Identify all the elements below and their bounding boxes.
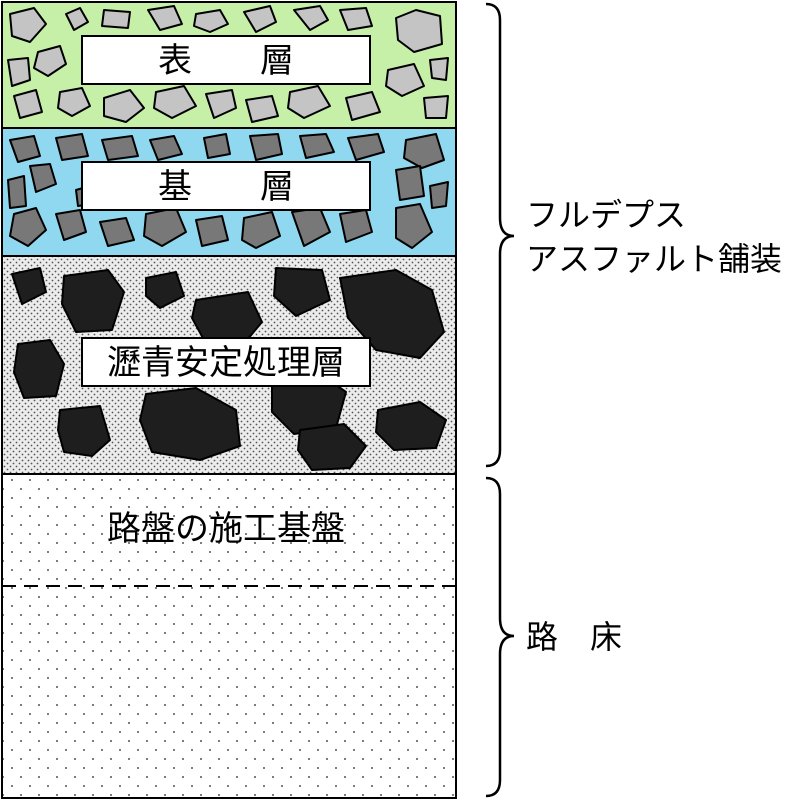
asphalt-treated-label-box: 瀝青安定処理層 <box>81 337 371 387</box>
aggregate-stone <box>245 95 279 123</box>
aggregate-stone <box>57 87 91 117</box>
aggregate-stone <box>345 91 381 121</box>
aggregate-stone <box>203 133 231 159</box>
aggregate-stone <box>195 215 229 247</box>
aggregate-stone <box>7 175 27 209</box>
base-label: 基 層 <box>158 167 294 207</box>
aggregate-stone <box>29 163 57 193</box>
aggregate-stone <box>241 211 281 249</box>
aggregate-stone <box>61 269 125 333</box>
surface-label: 表 層 <box>158 41 294 81</box>
aggregate-stone <box>103 89 145 123</box>
aggregate-stone <box>249 133 283 161</box>
aggregate-stone <box>193 9 229 33</box>
aggregate-stone <box>429 57 449 81</box>
aggregate-stone <box>299 133 335 159</box>
aggregate-stone <box>99 217 135 247</box>
aggregate-stone <box>57 405 111 457</box>
aggregate-stone <box>101 135 139 161</box>
aggregate-stone <box>339 209 373 243</box>
aggregate-stone <box>13 89 43 119</box>
aggregate-stone <box>339 7 373 31</box>
full-depth-label-line1: フルデプス <box>526 196 686 234</box>
roadbed-label: 路 床 <box>526 618 622 656</box>
aggregate-stone <box>297 423 367 471</box>
aggregate-stone <box>9 207 47 247</box>
aggregate-stone <box>55 133 89 161</box>
aggregate-stone <box>149 135 183 161</box>
roadbed-bracket <box>485 476 515 798</box>
aggregate-stone <box>423 95 449 119</box>
aggregate-stone <box>101 9 131 29</box>
aggregate-stone <box>339 269 445 359</box>
aggregate-stone <box>395 165 425 201</box>
aggregate-stone <box>205 89 237 119</box>
aggregate-stone <box>385 63 425 97</box>
aggregate-stone <box>243 5 277 33</box>
subgrade-foundation-label: 路盤の施工基盤 <box>107 509 345 549</box>
aggregate-stone <box>13 339 65 399</box>
aggregate-stone <box>395 203 433 249</box>
aggregate-stone <box>273 267 331 317</box>
aggregate-stone <box>139 387 241 461</box>
aggregate-stone <box>33 45 67 77</box>
aggregate-stone <box>287 85 331 119</box>
aggregate-stone <box>11 267 47 305</box>
surface-layer <box>1 1 457 129</box>
aggregate-stone <box>153 85 197 119</box>
aggregate-stone <box>429 181 449 209</box>
aggregate-stone <box>395 9 443 53</box>
aggregate-stone <box>347 133 385 161</box>
aggregate-stone <box>403 133 445 169</box>
aggregate-stone <box>375 401 447 451</box>
aggregate-stone <box>147 5 183 31</box>
full-depth-label-line2: アスファルト舗装 <box>526 240 782 278</box>
aggregate-stone <box>145 271 185 309</box>
surface-label-box: 表 層 <box>81 35 371 85</box>
aggregate-stone <box>65 7 89 31</box>
aggregate-stone <box>9 135 41 163</box>
aggregate-stone <box>7 57 31 87</box>
aggregate-stone <box>9 7 47 43</box>
aggregate-stone <box>293 5 329 31</box>
base-label-box: 基 層 <box>81 161 371 211</box>
aggregate-stone <box>55 209 87 241</box>
asphalt-treated-label: 瀝青安定処理層 <box>107 343 345 383</box>
subgrade-layer <box>1 473 457 799</box>
full-depth-bracket <box>485 2 515 468</box>
